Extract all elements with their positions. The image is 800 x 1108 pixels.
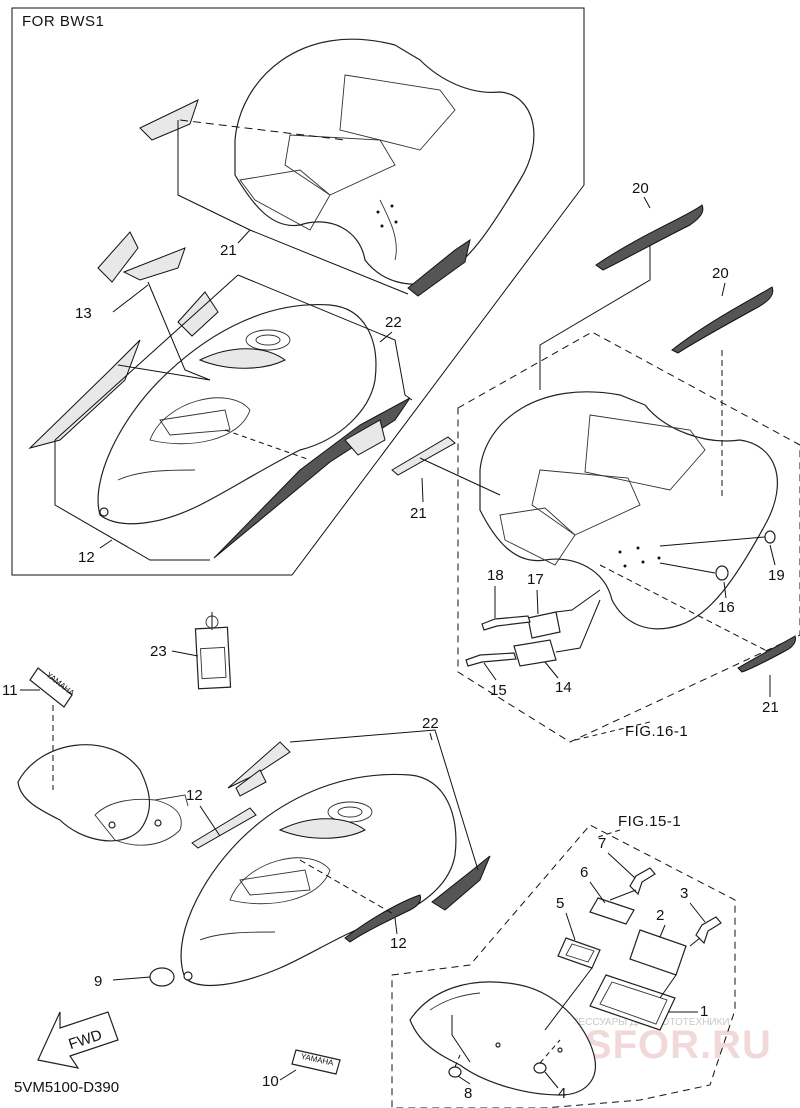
emblem-10: YAMAHA bbox=[291, 1049, 341, 1075]
fig15-border bbox=[391, 824, 736, 1108]
callout-9: 9 bbox=[94, 973, 102, 990]
front-fender-top bbox=[28, 303, 411, 559]
callout-7: 7 bbox=[598, 835, 606, 852]
callout-21-left: 21 bbox=[410, 505, 427, 522]
callout-12: 12 bbox=[78, 549, 95, 566]
tag-23 bbox=[194, 612, 232, 690]
callout-2: 2 bbox=[656, 907, 664, 924]
callout-22: 22 bbox=[385, 314, 402, 331]
callout-18: 18 bbox=[487, 567, 504, 584]
callout-20-upper: 20 bbox=[632, 180, 649, 197]
emblem-9 bbox=[149, 967, 175, 987]
callout-5: 5 bbox=[556, 895, 564, 912]
callout-11: 11 bbox=[2, 682, 18, 699]
side-cover bbox=[409, 981, 597, 1096]
callout-16: 16 bbox=[718, 599, 735, 616]
callout-22-bottom: 22 bbox=[422, 715, 439, 732]
callout-13: 13 bbox=[75, 305, 92, 322]
decal-20-upper bbox=[595, 204, 704, 271]
callout-15: 15 bbox=[490, 682, 507, 699]
fig15-region: FIG.15-1 bbox=[391, 813, 736, 1108]
fig16-border bbox=[457, 331, 800, 743]
callout-12-bottom: 12 bbox=[390, 935, 407, 952]
nut-8 bbox=[448, 1066, 462, 1078]
rear-fender-right bbox=[479, 391, 779, 630]
callout-8: 8 bbox=[464, 1085, 472, 1102]
fig16-ref: FIG.16-1 bbox=[625, 723, 688, 740]
front-fender-bottom bbox=[180, 741, 491, 987]
headlight-cover bbox=[17, 744, 189, 846]
fig16-region: FIG.16-1 bbox=[457, 331, 800, 743]
watermark-caption: ЗАПЧАСТИ И АКСЕССУАРЫ ДЛЯ МОТОТЕХНИКИ bbox=[493, 1017, 730, 1028]
callout-10: 10 bbox=[262, 1073, 279, 1090]
callout-12-left: 12 bbox=[186, 787, 203, 804]
decal-20-lower bbox=[671, 286, 774, 354]
plate-14 bbox=[513, 639, 557, 667]
decal-21-left bbox=[391, 436, 456, 476]
decal-21-right bbox=[737, 635, 796, 673]
diagram-code: 5VM5100-D390 bbox=[14, 1079, 119, 1096]
screw-7 bbox=[629, 867, 656, 896]
screw-3 bbox=[695, 916, 722, 945]
nut-4 bbox=[533, 1062, 547, 1074]
plate-17 bbox=[527, 611, 561, 639]
callout-3: 3 bbox=[680, 885, 688, 902]
plate-1 bbox=[589, 974, 676, 1031]
screw-18 bbox=[481, 615, 531, 631]
frame-title: FOR BWS1 bbox=[22, 13, 104, 30]
callout-1: 1 bbox=[700, 1003, 708, 1020]
callout-6: 6 bbox=[580, 864, 588, 881]
callout-23: 23 bbox=[150, 643, 167, 660]
callout-21-right: 21 bbox=[762, 699, 779, 716]
screw-15 bbox=[465, 652, 517, 667]
bws1-frame-border bbox=[11, 7, 585, 576]
callout-21: 21 bbox=[220, 242, 237, 259]
plate-2 bbox=[629, 929, 687, 976]
fwd-arrow: FWD bbox=[37, 1011, 119, 1069]
callout-19: 19 bbox=[768, 567, 785, 584]
plate-5 bbox=[557, 937, 601, 969]
rear-fender-top bbox=[139, 38, 535, 297]
callout-14: 14 bbox=[555, 679, 572, 696]
fig15-ref: FIG.15-1 bbox=[618, 813, 681, 830]
plate-6 bbox=[589, 897, 635, 925]
bws1-frame: FOR BWS1 bbox=[11, 7, 585, 576]
callout-4: 4 bbox=[558, 1085, 566, 1102]
callout-20-lower: 20 bbox=[712, 265, 729, 282]
emblem-11: YAMAHA bbox=[29, 667, 77, 708]
callout-17: 17 bbox=[527, 571, 544, 588]
